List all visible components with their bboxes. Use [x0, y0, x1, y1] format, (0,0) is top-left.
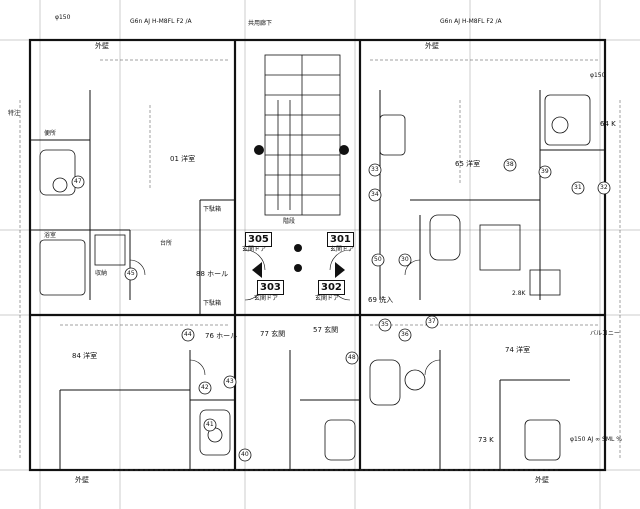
room-65-label: 65 洋室 — [455, 160, 481, 168]
outer-wall-bottom-left: 外壁 — [75, 476, 89, 484]
marker-30: 30 — [401, 256, 409, 263]
marker-32: 32 — [600, 184, 608, 191]
room-88-label: 88 ホール — [196, 270, 229, 278]
marker-50: 50 — [374, 256, 382, 263]
header-left-label: G6n AJ H-M8FL F2 /A — [130, 18, 192, 25]
marker-36: 36 — [401, 331, 409, 338]
unit-303-label: 303 — [257, 280, 284, 295]
room-84-label: 84 洋室 — [72, 352, 98, 360]
unit-301-label: 301 — [327, 232, 354, 247]
circle-markers — [71, 158, 611, 462]
room-64k-label: 64 K — [600, 120, 616, 128]
header-right-label: G6n AJ H-M8FL F2 /A — [440, 18, 502, 25]
marker-35: 35 — [381, 321, 389, 328]
room-77-label: 77 玄関 — [260, 330, 286, 338]
marker-47: 47 — [74, 178, 82, 185]
marker-48: 48 — [348, 354, 356, 361]
phi-left-label: φ150 — [55, 14, 71, 21]
marker-33: 33 — [371, 166, 379, 173]
note-tokyo: 特注 — [8, 110, 21, 117]
note-kitchen: 台所 — [160, 240, 173, 247]
geta-upper-label: 下駄箱 — [203, 206, 222, 213]
room-74-label: 74 洋室 — [505, 346, 531, 354]
room-01-label: 01 洋室 — [170, 155, 196, 163]
exterior-walls — [28, 38, 607, 472]
outer-wall-left: 外壁 — [95, 42, 109, 50]
stair-core — [264, 54, 341, 216]
unit-301-door: 玄関ドア — [330, 246, 355, 253]
marker-42: 42 — [201, 384, 209, 391]
outer-wall-bottom-right: 外壁 — [535, 476, 549, 484]
room-73k-label: 73 K — [478, 436, 494, 444]
room-57-label: 57 玄関 — [313, 326, 339, 334]
note-balcony: バルコニー — [590, 330, 620, 337]
marker-38: 38 — [506, 161, 514, 168]
marker-41: 41 — [206, 421, 214, 428]
marker-43: 43 — [226, 378, 234, 385]
marker-40: 40 — [241, 451, 249, 458]
fixtures — [39, 94, 591, 461]
unit-305-label: 305 — [245, 232, 272, 247]
note-closet: 収納 — [95, 270, 108, 277]
note-rounded: 2.8K — [512, 290, 526, 297]
unit-302-label: 302 — [318, 280, 345, 295]
note-corridor: 共用廊下 — [248, 20, 273, 27]
marker-37: 37 — [428, 318, 436, 325]
annotation-dashes — [19, 59, 621, 471]
note-stair: 階段 — [283, 218, 296, 225]
marker-45: 45 — [127, 270, 135, 277]
note-bath: 浴室 — [44, 232, 57, 239]
marker-31: 31 — [574, 184, 582, 191]
geta-lower-label: 下駄箱 — [203, 300, 222, 307]
core-markers — [252, 145, 349, 278]
outer-wall-right: 外壁 — [425, 42, 439, 50]
marker-39: 39 — [541, 168, 549, 175]
room-76-label: 76 ホール — [205, 332, 238, 340]
marker-44: 44 — [184, 331, 192, 338]
marker-34: 34 — [371, 191, 379, 198]
unit-303-door: 玄関ドア — [254, 295, 279, 302]
note-toilet: 便所 — [44, 130, 57, 137]
room-69-label: 69 洗入 — [368, 296, 394, 304]
phi-right-label: φ150 — [590, 72, 606, 79]
door-swings — [129, 249, 441, 376]
unit-302-door: 玄関ドア — [315, 295, 340, 302]
phi-bottom-label: φ150 AJ ∞ SML % — [570, 436, 622, 443]
unit-305-door: 玄関ドア — [242, 246, 267, 253]
